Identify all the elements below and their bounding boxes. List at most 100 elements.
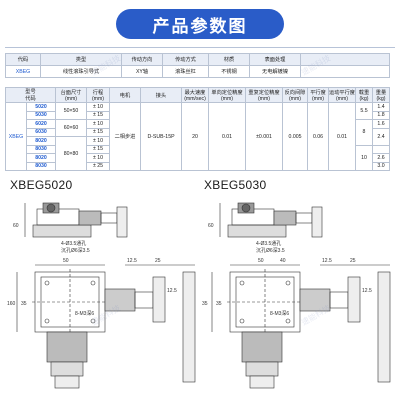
model-id: 8030 xyxy=(26,161,56,171)
dim-label: 50 xyxy=(63,258,69,264)
model-weight: 1.4 xyxy=(372,102,390,112)
model-id: 5030 xyxy=(26,110,56,120)
drawing-right-lines xyxy=(211,202,391,389)
model-load: 8 xyxy=(355,119,373,146)
spec-header-material: 材质 xyxy=(208,53,250,66)
model-repeat-accuracy: ±0.001 xyxy=(245,102,283,171)
model-connector: D-SUB-15P xyxy=(140,102,182,171)
model-backlash: 0.005 xyxy=(282,102,308,171)
model-weight xyxy=(372,144,390,154)
model-stroke: ± 15 xyxy=(86,144,110,154)
spec-header-row: 代码 类型 传动方向 传动方式 材质 表面处理 xyxy=(5,53,390,66)
model-header-load: 载重 (kg) xyxy=(355,87,373,103)
model-stroke: ± 10 xyxy=(86,153,110,163)
dim-label: 沉孔Ø6深3.5 xyxy=(256,247,285,254)
table-row: 5030 ± 15 1.8 xyxy=(6,110,390,120)
model-header-uni: 单向定位精度 (mm) xyxy=(208,87,246,103)
model-stroke: ± 10 xyxy=(86,119,110,129)
model-parallelism: 0.06 xyxy=(307,102,329,171)
dim-label: 12.5 xyxy=(322,258,332,264)
model-weight: 3.0 xyxy=(372,161,390,171)
dim-label: 60 xyxy=(13,223,19,229)
model-header-weight: 重量 (kg) xyxy=(372,87,390,103)
divider xyxy=(5,47,395,48)
model-stroke: ± 25 xyxy=(86,161,110,171)
spec-drive: 滚珠丝杠 xyxy=(162,65,209,78)
spec-direction: XY轴 xyxy=(121,65,163,78)
table-row: 6030 ± 15 2.4 xyxy=(6,127,390,146)
model-load: 5.5 xyxy=(355,102,373,120)
drawing-right: 60 4-Ø3.5通孔 沉孔Ø6深3.5 50 40 12.5 25 35 35… xyxy=(202,202,391,389)
dim-label: 50 xyxy=(258,258,264,264)
spec-row: XBEG 线性滚珠引导式 XY轴 滚珠丝杠 不锈钢 无电解镀镍 xyxy=(5,65,390,78)
dim-label: 35 xyxy=(21,301,27,307)
dim-label: 12.5 xyxy=(127,258,137,264)
model-stroke: ± 15 xyxy=(86,110,110,120)
model-weight: 1.8 xyxy=(372,110,390,120)
spec-material: 不锈钢 xyxy=(208,65,250,78)
dim-label: 4-Ø3.5通孔 xyxy=(256,240,281,247)
model-size: 60×60 xyxy=(55,119,87,137)
dim-label: 25 xyxy=(350,258,356,264)
model-header-motion: 运动平行度 (mm) xyxy=(328,87,356,103)
dim-label: 60 xyxy=(208,223,214,229)
model-uni-accuracy: 0.01 xyxy=(208,102,246,171)
dim-label: 25 xyxy=(155,258,161,264)
model-size: 80×80 xyxy=(55,136,87,171)
model-motion-parallelism: 0.01 xyxy=(328,102,356,171)
model-stroke: ± 10 xyxy=(86,136,110,146)
model-header-size: 台面尺寸 (mm) xyxy=(55,87,87,103)
dim-label: 12.5 xyxy=(362,288,372,294)
spec-header-drive: 传动方式 xyxy=(162,53,209,66)
model-header-motor: 电机 xyxy=(109,87,141,103)
model-id: 8020 xyxy=(26,153,56,163)
dim-label: 4-Ø3.5通孔 xyxy=(61,240,86,247)
spec-header-surface: 表面处理 xyxy=(249,53,301,66)
banner: 产品参数图 xyxy=(116,9,284,39)
spec-surface: 无电解镀镍 xyxy=(249,65,301,78)
drawing-left-lines xyxy=(16,202,196,389)
model-id: 5020 xyxy=(26,102,56,112)
dim-label: 12.5 xyxy=(167,288,177,294)
model-weight: 2.6 xyxy=(372,153,390,163)
drawing-title-left: XBEG5020 xyxy=(10,178,73,192)
dim-label: 8-M3深6 xyxy=(75,310,94,317)
model-speed: 20 xyxy=(181,102,209,171)
model-id: 6020 xyxy=(26,119,56,129)
model-header-speed: 最大速度 (mm/sec) xyxy=(181,87,209,103)
drawing-left: 60 4-Ø3.5通孔 沉孔Ø6深3.5 50 12.5 25 160 35 1… xyxy=(7,202,196,389)
dim-label: 160 xyxy=(7,301,16,307)
table-row: 8030 ± 25 3.0 xyxy=(6,161,390,171)
dim-label: 沉孔Ø6深3.5 xyxy=(61,247,90,254)
table-row: XBEG 5020 50×50 ± 10 二相步进 D-SUB-15P 20 0… xyxy=(5,102,390,171)
model-weight: 1.6 xyxy=(372,119,390,129)
model-header-row: 型号代码 台面尺寸 (mm) 行程 (mm) 电机 接头 最大速度 (mm/se… xyxy=(5,87,390,103)
model-header-model-label: 型号 xyxy=(25,89,36,95)
model-id: 6030 xyxy=(26,127,56,137)
model-stroke: ± 15 xyxy=(86,127,110,137)
drawing-title-right: XBEG5030 xyxy=(204,178,267,192)
table-row: 8030 ± 15 10 xyxy=(6,144,390,171)
model-header-repeat: 重复定位精度 (mm) xyxy=(245,87,283,103)
model-size: 50×50 xyxy=(55,102,87,120)
spec-table: 代码 类型 传动方向 传动方式 材质 表面处理 XBEG 线性滚珠引导式 XY轴… xyxy=(5,53,390,78)
dim-label: 35 xyxy=(216,301,222,307)
model-header-connector: 接头 xyxy=(140,87,182,103)
model-header-parallel: 平行度 (mm) xyxy=(307,87,329,103)
spec-code: XBEG xyxy=(5,65,41,78)
spec-blank xyxy=(300,65,390,78)
dim-label: 40 xyxy=(280,258,286,264)
banner-title: 产品参数图 xyxy=(152,16,248,36)
model-table: 型号代码 台面尺寸 (mm) 行程 (mm) 电机 接头 最大速度 (mm/se… xyxy=(5,87,390,171)
model-header-code-label: 代码 xyxy=(25,96,36,102)
model-load: 10 xyxy=(355,144,373,171)
dim-label: 8-M3深6 xyxy=(270,310,289,317)
model-id: 8030 xyxy=(26,144,56,154)
spec-header-blank xyxy=(300,53,390,66)
model-header-model: 型号代码 xyxy=(5,87,56,103)
table-row: 8020 80×80 ± 10 xyxy=(6,136,390,171)
model-motor: 二相步进 xyxy=(109,102,141,171)
model-header-backlash: 反向间隙 (mm) xyxy=(282,87,308,103)
model-weight: 2.4 xyxy=(372,127,390,146)
model-id: 8020 xyxy=(26,136,56,146)
